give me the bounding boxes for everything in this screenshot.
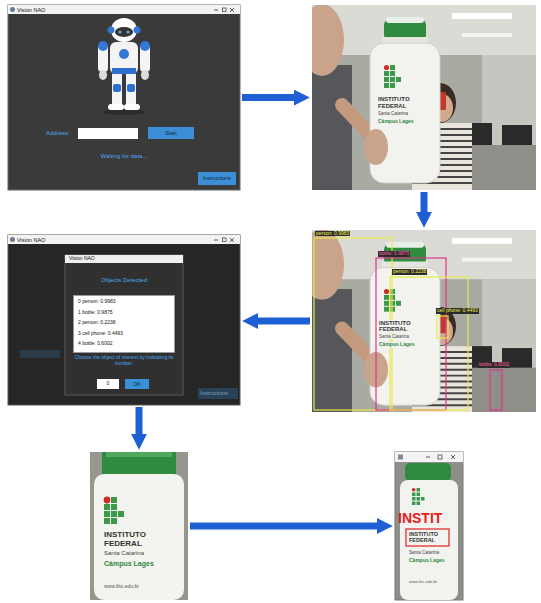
- app-window: 0 person: 0.9983 1 bottle: 0.9875 2 person…: [8, 235, 240, 405]
- dialog-heading: Objects Detected: [65, 277, 183, 284]
- dialog-title: Vision NAO: [69, 256, 95, 262]
- ocr-frame: INSTIT INSTITUTO FEDERAL Santa CatarinaCâm…: [395, 452, 463, 600]
- bottle-label: www.ifsc.edu.br: [409, 580, 437, 585]
- detection-label: bottle: 0.9875: [378, 251, 410, 257]
- start-window: [8, 5, 240, 190]
- bottle-label: Santa Catarina: [378, 334, 410, 339]
- button-label: Instructions: [203, 175, 231, 181]
- window-title: Vision NAO: [17, 237, 45, 243]
- flow-arrow: [190, 523, 380, 530]
- bottle-label: Santa Catarina: [409, 550, 439, 555]
- dialog-window: [8, 235, 240, 405]
- bottle-label: Câmpus Lages: [409, 558, 445, 564]
- dialog-box: 0 person: 0.9983 1 bottle: 0.9875 2 person…: [65, 255, 183, 395]
- detection-label: person: 0.2238: [392, 269, 427, 275]
- window-title: Vision NAO: [17, 7, 45, 13]
- status-text: Waiting for data...: [8, 153, 240, 160]
- ocr-window: [395, 452, 463, 600]
- flow-arrow: [136, 407, 143, 437]
- bottle-label: Câmpus Lages: [378, 119, 414, 125]
- bottle-label: www.ifsc.edu.br: [104, 584, 139, 590]
- address-input: [78, 128, 138, 139]
- bottle-label: Santa Catarina: [378, 111, 408, 116]
- button-label: OK: [133, 381, 141, 387]
- list-item: 4 bottle: 0.6002: [78, 341, 112, 347]
- detection-frame: person: 0.9983 bottle: 0.9875 person: 0.22…: [312, 230, 536, 412]
- camera-photo: [300, 4, 536, 190]
- bottle-label: INSTITUTO FEDERAL: [378, 320, 418, 334]
- camera-frame: INSTITUTO FEDERALSanta CatarinaCâmpus La…: [312, 5, 536, 190]
- bottle-crop: [90, 452, 188, 600]
- object-list: 0 person: 0.9983 1 bottle: 0.9875 2 person…: [73, 295, 175, 353]
- bottle-label: INSTITUTO FEDERAL: [409, 531, 445, 544]
- ocr-overlay: INSTIT: [398, 510, 442, 526]
- list-item: 2 person: 0.2238: [78, 320, 116, 326]
- detection-photo: [300, 229, 536, 412]
- app-window: StartInstructions Vision NAO Address: Waiti…: [8, 5, 240, 190]
- flow-arrow: [255, 318, 310, 325]
- crop-frame: INSTITUTO FEDERAL Santa CatarinaCâmpus La…: [90, 452, 188, 600]
- field-label: Address:: [46, 130, 70, 137]
- bottle-label: Câmpus Lages: [378, 342, 416, 348]
- prompt-text: Choose the object of interest by indicat…: [71, 355, 177, 367]
- robot-figure: [98, 18, 150, 115]
- detection-label: person: 0.9983: [315, 231, 350, 237]
- ocr-box: [406, 529, 449, 546]
- detection-label: cell phone: 0.4493: [436, 308, 479, 314]
- detection-label: bottle: 0.6002: [478, 362, 510, 368]
- instructions-button: Instructions: [198, 172, 236, 185]
- flow-arrow: [242, 94, 297, 101]
- list-item: 3 cell phone: 0.4493: [78, 331, 123, 337]
- list-item: 1 bottle: 0.9875: [78, 310, 112, 316]
- faded-button-label: Instructions: [200, 390, 228, 396]
- button-label: Start: [165, 130, 177, 136]
- input-value: 0: [107, 381, 110, 387]
- start-button: Start: [148, 127, 194, 139]
- bottle-label: INSTITUTO FEDERAL: [104, 530, 164, 548]
- number-input: 0: [97, 379, 119, 389]
- ok-button: OK: [125, 379, 149, 389]
- bottle-label: INSTITUTO FEDERAL: [378, 96, 418, 110]
- bottle-label: Santa Catarina: [104, 550, 144, 557]
- bottle-label: Câmpus Lages: [104, 560, 154, 568]
- flow-arrow: [421, 192, 428, 215]
- list-item: 0 person: 0.9983: [78, 299, 116, 305]
